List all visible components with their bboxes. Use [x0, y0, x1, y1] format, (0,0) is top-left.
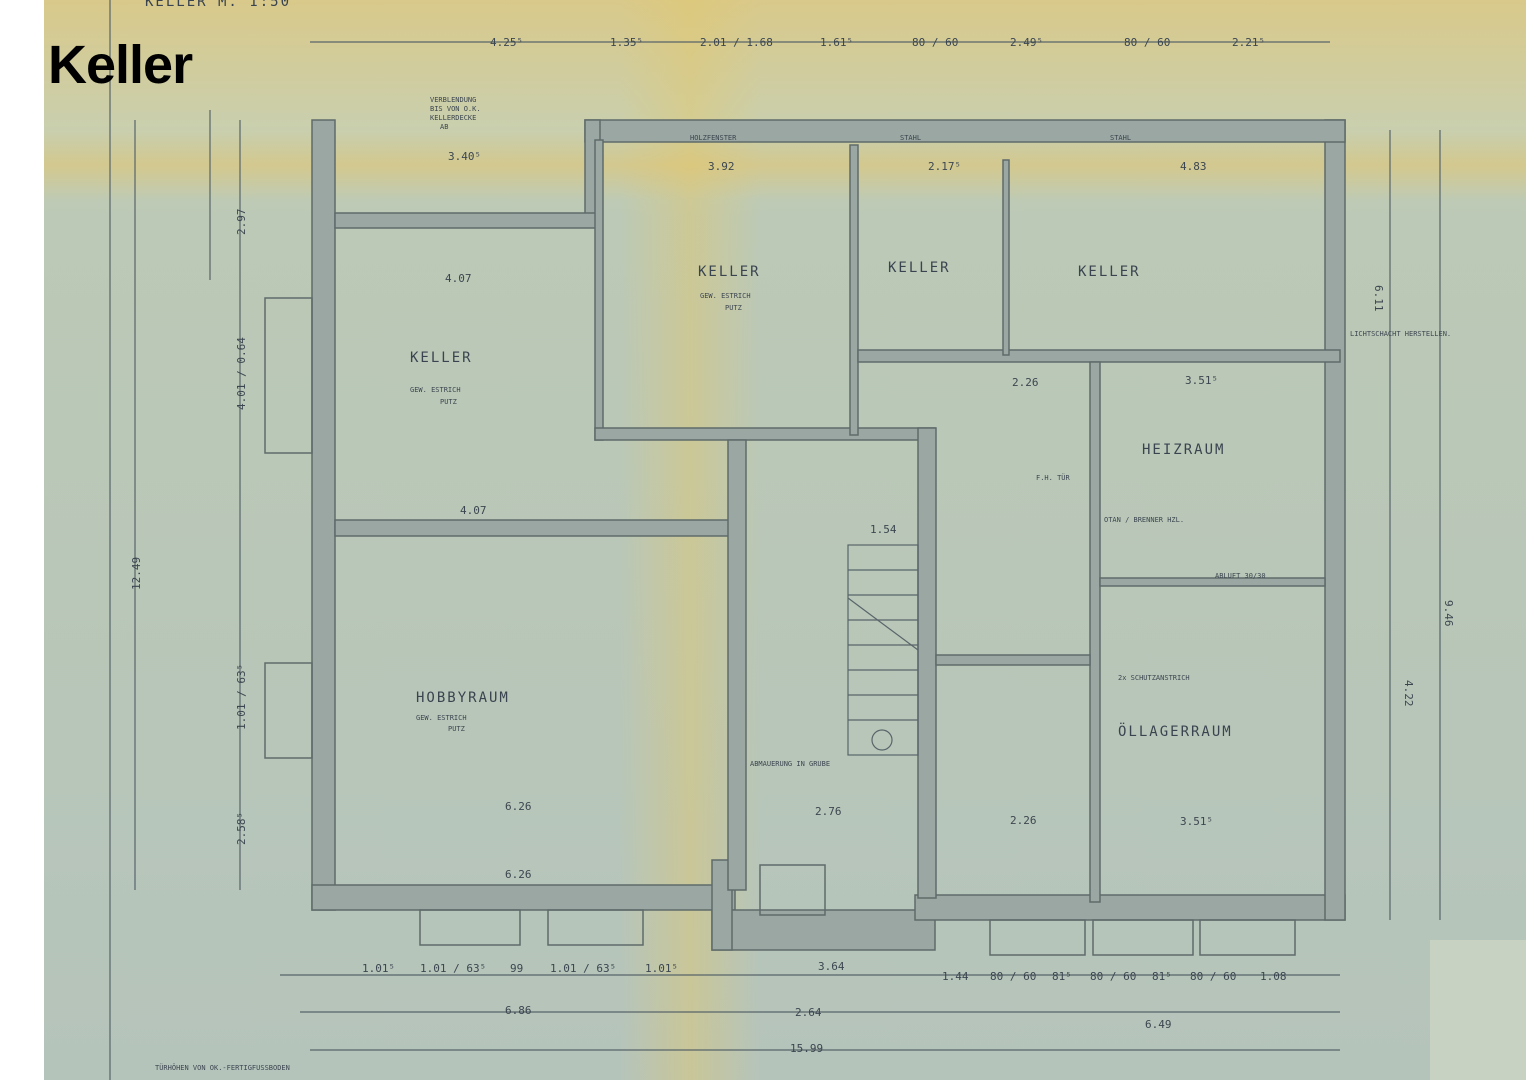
room-note: PUTZ: [440, 398, 457, 406]
dimension-label: 6.49: [1145, 1018, 1172, 1031]
room-keller-mid: KELLER: [698, 264, 761, 280]
dimension-label: 2.76: [815, 805, 842, 818]
note: STAHL: [1110, 134, 1131, 142]
note: LICHTSCHACHT HERSTELLEN.: [1350, 330, 1451, 338]
room-heizraum: HEIZRAUM: [1142, 442, 1225, 458]
walls: [264, 119, 1346, 956]
room-note: PUTZ: [448, 725, 465, 733]
room-keller-left: KELLER: [410, 350, 473, 366]
dimensions-top: 4.25⁵ 1.35⁵ 2.01 / 1.68 1.61⁵ 80 / 60 2.…: [490, 36, 1265, 49]
note: BIS VON O.K.: [430, 105, 481, 113]
dimensions-inner: 3.40⁵ 3.92 2.17⁵ 4.83 4.07 4.07 6.26 6.2…: [445, 150, 1218, 881]
note: ABMAUERUNG IN GRUBE: [750, 760, 830, 768]
dimension-label: 1.01⁵: [645, 962, 678, 975]
dimension-label: 1.01⁵: [362, 962, 395, 975]
dimensions-bottom: 1.01⁵ 1.01 / 63⁵ 99 1.01 / 63⁵ 1.01⁵ 3.6…: [362, 960, 1287, 1055]
dimensions-side: 12.49 2.97 4.01 / 0.64 1.01 / 63⁵ 2.58⁵ …: [130, 209, 1455, 846]
note: ABLUFT 30/30: [1215, 572, 1266, 580]
dimension-label: 81⁵: [1052, 970, 1072, 983]
dimension-label: 15.99: [790, 1042, 823, 1055]
dimension-label: 81⁵: [1152, 970, 1172, 983]
note: F.H. TÜR: [1036, 473, 1071, 482]
dimension-label: 4.07: [445, 272, 472, 285]
dimension-label: 80 / 60: [1124, 36, 1170, 49]
dimension-label: 3.40⁵: [448, 150, 481, 163]
dimension-label: 2.17⁵: [928, 160, 961, 173]
note: OTAN / BRENNER HZL.: [1104, 516, 1184, 524]
dimension-label: 1.01 / 63⁵: [550, 962, 616, 975]
dimension-label: 4.01 / 0.64: [235, 337, 248, 410]
dimension-label: 1.01 / 63⁵: [235, 664, 248, 730]
dimension-label: 1.08: [1260, 970, 1287, 983]
dimension-label: 1.54: [870, 523, 897, 536]
dimension-label: 2.26: [1010, 814, 1037, 827]
room-note: GEW. ESTRICH: [700, 292, 751, 300]
dimension-label: 2.97: [235, 209, 248, 236]
page-title: Keller: [48, 35, 193, 95]
note: AB: [440, 123, 448, 131]
footer-note: TÜRHÖHEN VON OK.-FERTIGFUSSBODEN: [155, 1063, 290, 1072]
room-keller-right1: KELLER: [888, 260, 951, 276]
dimension-label: 6.26: [505, 800, 532, 813]
sheet-header: KELLER M. 1:50: [145, 0, 291, 10]
dimension-label: 1.01 / 63⁵: [420, 962, 486, 975]
dimension-label: 3.51⁵: [1185, 374, 1218, 387]
dimension-label: 99: [510, 962, 523, 975]
dimension-label: 1.44: [942, 970, 969, 983]
note: HOLZFENSTER: [690, 134, 737, 142]
dimension-label: 80 / 60: [1090, 970, 1136, 983]
staircase: [847, 544, 919, 756]
dimension-label: 9.46: [1442, 600, 1455, 627]
dimension-lines: [109, 0, 1441, 1080]
room-oellagerraum: ÖLLAGERRAUM: [1118, 722, 1233, 740]
dimension-label: 2.26: [1012, 376, 1039, 389]
dimension-label: 3.51⁵: [1180, 815, 1213, 828]
dimension-label: 4.83: [1180, 160, 1207, 173]
room-note: GEW. ESTRICH: [416, 714, 467, 722]
note: STAHL: [900, 134, 921, 142]
dimension-label: 3.92: [708, 160, 735, 173]
room-note: PUTZ: [725, 304, 742, 312]
dimension-label: 4.22: [1402, 680, 1415, 707]
dimension-label: 6.86: [505, 1004, 532, 1017]
dimension-label: 2.49⁵: [1010, 36, 1043, 49]
dimension-label: 80 / 60: [1190, 970, 1236, 983]
dimension-label: 80 / 60: [912, 36, 958, 49]
dimension-label: 2.01 / 1.68: [700, 36, 773, 49]
dimension-label: 2.21⁵: [1232, 36, 1265, 49]
dimension-label: 2.58⁵: [235, 812, 248, 845]
room-note: 2x SCHUTZANSTRICH: [1118, 674, 1190, 682]
paper-corner: [1430, 940, 1526, 1080]
dimension-label: 2.64: [795, 1006, 822, 1019]
note: KELLERDECKE: [430, 114, 476, 122]
room-note: GEW. ESTRICH: [410, 386, 461, 394]
room-keller-right2: KELLER: [1078, 264, 1141, 280]
dimension-label: 6.26: [505, 868, 532, 881]
dimension-label: 3.64: [818, 960, 845, 973]
dimension-label: 1.61⁵: [820, 36, 853, 49]
dimension-label: 80 / 60: [990, 970, 1036, 983]
dimension-label: 12.49: [130, 557, 143, 590]
dimension-label: 6.11: [1372, 285, 1385, 312]
note: VERBLENDUNG: [430, 96, 476, 104]
room-hobbyraum: HOBBYRAUM: [416, 690, 510, 706]
dimension-label: 4.07: [460, 504, 487, 517]
dimension-label: 4.25⁵: [490, 36, 523, 49]
dimension-label: 1.35⁵: [610, 36, 643, 49]
